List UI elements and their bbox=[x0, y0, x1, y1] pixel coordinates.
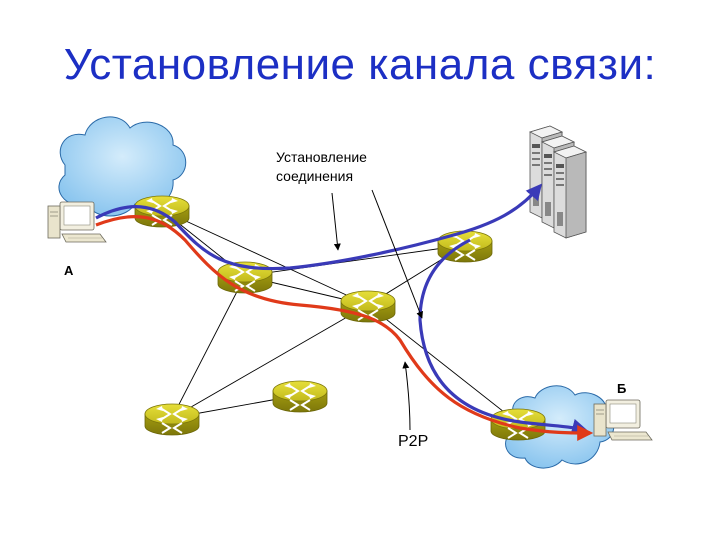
connection-annotation-line2: соединения bbox=[276, 168, 353, 184]
slide-title: Установление канала связи: bbox=[63, 40, 657, 89]
node-label-a: А bbox=[64, 263, 74, 278]
connection-annotation-line1: Установление bbox=[276, 149, 367, 165]
connection-path bbox=[95, 183, 543, 271]
annotation-arrows bbox=[331, 189, 423, 431]
router-icon bbox=[272, 380, 328, 413]
router-icon bbox=[144, 403, 200, 436]
connection-path-return bbox=[418, 238, 589, 435]
connection-annotation: Установление соединения bbox=[276, 149, 371, 184]
server-icon bbox=[529, 125, 587, 239]
computer-icon bbox=[593, 399, 653, 441]
node-label-b: Б bbox=[617, 381, 626, 396]
p2p-annotation: P2P bbox=[398, 433, 428, 450]
p2p-path bbox=[95, 214, 594, 441]
